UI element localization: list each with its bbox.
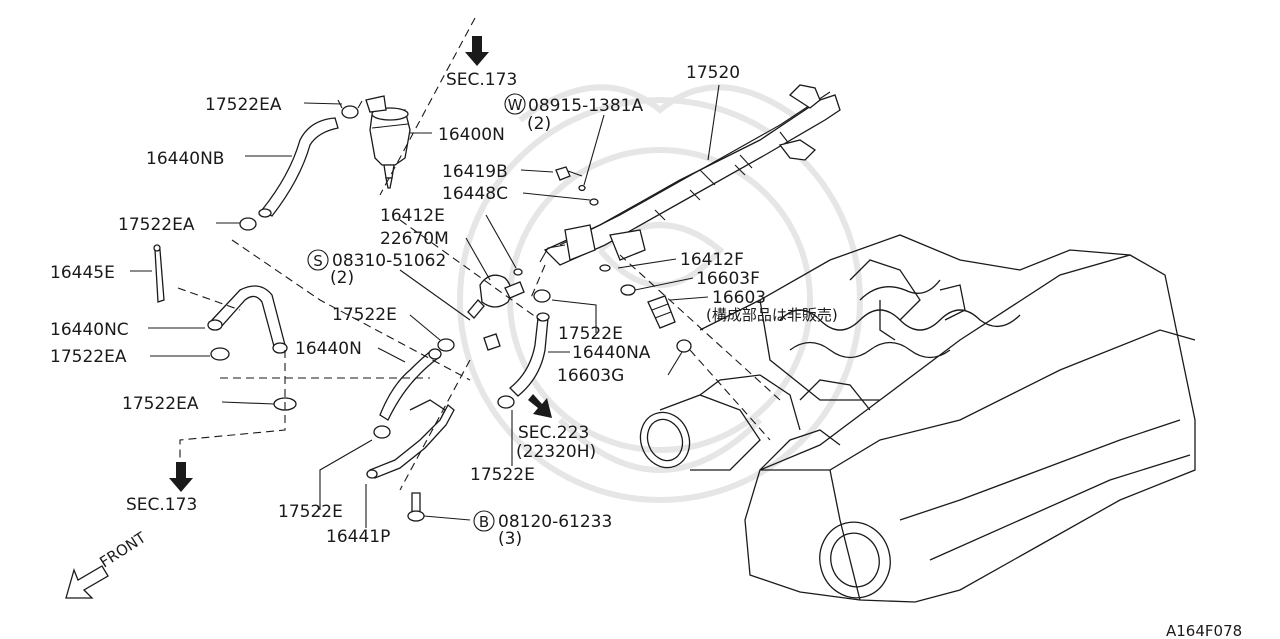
label-16400n: 16400N xyxy=(438,125,505,145)
label-17522e-c: 17522E xyxy=(470,465,535,485)
arrows xyxy=(65,36,552,599)
symbol-s: S xyxy=(313,252,323,270)
label-16603-note: (構成部品は非販売) xyxy=(706,306,838,324)
label-16603: 16603 xyxy=(712,288,766,308)
arrow-down-icon xyxy=(169,462,193,492)
label-08120-qty: (3) xyxy=(498,529,522,549)
label-16440nc: 16440NC xyxy=(50,320,129,340)
arrow-down-icon xyxy=(465,36,489,66)
label-16448c: 16448C xyxy=(442,184,508,204)
label-17522e-a: 17522E xyxy=(332,305,397,325)
arrow-right-icon xyxy=(528,394,552,418)
label-22670m: 22670M xyxy=(380,229,449,249)
label-08310-qty: (2) xyxy=(330,268,354,288)
label-16603f: 16603F xyxy=(696,269,760,289)
label-16440n: 16440N xyxy=(295,339,362,359)
label-16412f: 16412F xyxy=(680,250,744,270)
label-16419b: 16419B xyxy=(442,162,508,182)
label-17522ea-top: 17522EA xyxy=(205,95,282,115)
label-front: FRONT xyxy=(96,528,149,571)
label-17522e-b: 17522E xyxy=(558,324,623,344)
label-sec173-top: SEC.173 xyxy=(446,70,517,90)
fuel-rail-17520 xyxy=(539,84,841,266)
label-sec173-bottom: SEC.173 xyxy=(126,495,197,515)
label-sec223: SEC.223 xyxy=(518,423,589,443)
label-08915-qty: (2) xyxy=(527,114,551,134)
label-17522ea-4: 17522EA xyxy=(122,394,199,414)
label-16412e: 16412E xyxy=(380,206,445,226)
label-17520: 17520 xyxy=(686,63,740,83)
label-16441p: 16441P xyxy=(326,527,390,547)
label-16440nb: 16440NB xyxy=(146,149,224,169)
part-labels: SEC.173 17520 08915-1381A (2) 17522EA 16… xyxy=(50,63,1242,639)
label-17522ea-2: 17522EA xyxy=(118,215,195,235)
label-22320h: (22320H) xyxy=(516,442,596,462)
label-17522ea-3: 17522EA xyxy=(50,347,127,367)
hoses-and-clamps xyxy=(153,99,692,522)
fuel-filter-16400N xyxy=(365,95,411,189)
label-16445e: 16445E xyxy=(50,263,115,283)
symbol-b: B xyxy=(479,513,489,531)
label-08120-61233: 08120-61233 xyxy=(498,512,612,532)
engine-block xyxy=(639,234,1196,603)
label-08915-1381a: 08915-1381A xyxy=(528,96,643,116)
label-16603g: 16603G xyxy=(557,366,624,386)
label-08310-51062: 08310-51062 xyxy=(332,251,446,271)
leader-lines xyxy=(130,84,720,528)
label-17522e-d: 17522E xyxy=(278,502,343,522)
diagram-code: A164F078 xyxy=(1166,622,1242,639)
symbol-w: W xyxy=(508,96,523,114)
dashed-connections xyxy=(177,17,781,491)
circled-symbols: W S B xyxy=(307,93,526,532)
front-arrow-icon xyxy=(65,565,109,599)
label-16440na: 16440NA xyxy=(572,343,651,363)
